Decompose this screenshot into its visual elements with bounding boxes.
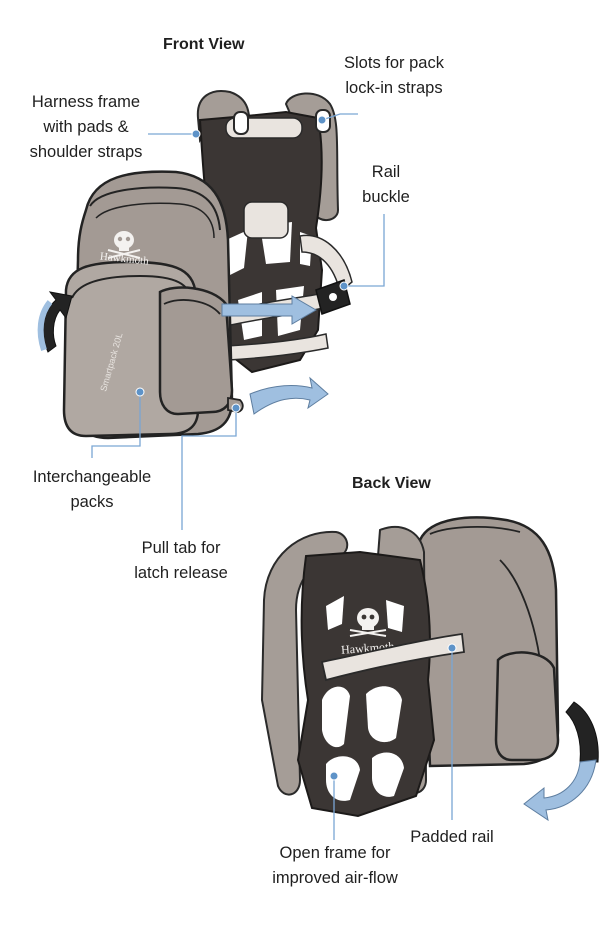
label-harness-line-2: with pads & xyxy=(43,118,129,136)
label-packs-line-1: Interchangeable xyxy=(32,468,152,486)
label-harness-line-3: shoulder straps xyxy=(29,143,143,161)
dot-padded-rail xyxy=(447,643,457,653)
label-pull-tab-line-1: Pull tab for xyxy=(141,539,221,557)
back-frame-openings xyxy=(322,596,404,801)
dot-harness xyxy=(191,129,201,139)
label-harness-frame: Harness frame with pads & shoulder strap… xyxy=(20,90,152,165)
leader-pull-tab xyxy=(181,410,237,530)
front-lower-rail xyxy=(225,333,329,361)
label-pull-tab-line-2: latch release xyxy=(134,564,228,582)
front-view-title: Front View xyxy=(163,36,245,53)
pack-rail-arrow-icon xyxy=(221,295,317,325)
front-mid-pad xyxy=(243,201,289,239)
back-harness-frame xyxy=(296,550,436,818)
dot-pull-tab xyxy=(231,403,241,413)
front-slot-left xyxy=(233,111,249,135)
front-side-pocket xyxy=(158,286,234,416)
label-open-frame: Open frame for improved air-flow xyxy=(260,841,410,891)
label-open-frame-line-2: improved air-flow xyxy=(272,869,398,887)
padded-rail xyxy=(320,632,465,682)
label-padded-rail-line-1: Padded rail xyxy=(410,828,494,846)
label-slots-line-2: lock-in straps xyxy=(345,79,443,97)
callout-dots xyxy=(135,115,457,781)
label-interchangeable-packs: Interchangeable packs xyxy=(24,465,160,515)
dot-slots xyxy=(317,115,327,125)
leader-rail-buckle xyxy=(344,214,385,287)
label-pull-tab: Pull tab for latch release xyxy=(124,536,238,586)
back-side-pocket xyxy=(494,651,560,762)
label-slots-line-1: Slots for pack xyxy=(344,54,444,72)
label-open-frame-line-1: Open frame for xyxy=(279,844,391,862)
front-logo-text: Hawkmoth xyxy=(99,250,149,267)
dot-open-frame xyxy=(329,771,339,781)
front-view-illustration: Hawkmoth Smartpack 20L xyxy=(37,90,353,440)
leader-slots xyxy=(321,113,358,121)
label-slots: Slots for pack lock-in straps xyxy=(336,51,452,101)
label-packs-line-2: packs xyxy=(70,493,114,511)
label-harness-line-1: Harness frame xyxy=(31,93,141,111)
front-skull-logo-icon xyxy=(107,231,141,259)
label-rail-buckle-line-1: Rail xyxy=(371,163,401,181)
back-rotate-arrow-light-icon xyxy=(523,759,597,822)
label-padded-rail: Padded rail xyxy=(402,825,502,850)
leader-packs xyxy=(91,394,141,458)
pack-detach-arrow-icon xyxy=(249,376,329,415)
back-view-title: Back View xyxy=(352,475,431,492)
dot-rail-buckle xyxy=(339,281,349,291)
back-view-illustration: Hawkmoth xyxy=(260,516,599,822)
label-rail-buckle: Rail buckle xyxy=(354,160,418,210)
label-rail-buckle-line-2: buckle xyxy=(362,188,410,206)
back-skull-logo-icon xyxy=(349,608,387,637)
dot-packs xyxy=(135,387,145,397)
back-rotate-arrow-dark-icon xyxy=(565,701,599,763)
callout-leaders xyxy=(91,113,453,840)
